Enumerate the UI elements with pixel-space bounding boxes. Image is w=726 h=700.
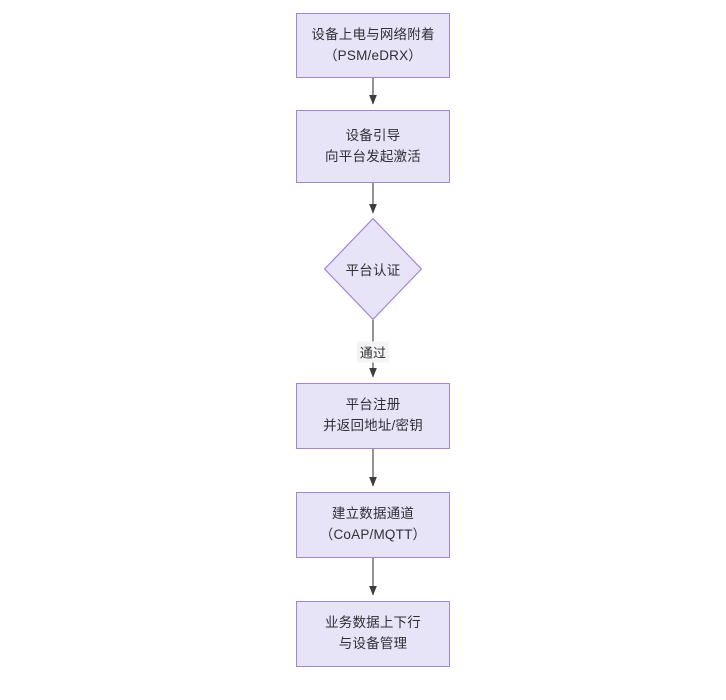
node-establish-data-channel[interactable]: 建立数据通道 （CoAP/MQTT）: [296, 492, 450, 558]
node-platform-registration[interactable]: 平台注册 并返回地址/密钥: [296, 383, 450, 449]
node-label-line1: 建立数据通道: [331, 506, 415, 522]
node-label-line1: 业务数据上下行: [325, 615, 421, 631]
node-label-line1: 平台认证: [345, 263, 401, 278]
node-label-line1: 平台注册: [345, 397, 401, 413]
edge-label-pass: 通过: [356, 341, 390, 363]
node-device-power-on[interactable]: 设备上电与网络附着 （PSM/eDRX）: [296, 13, 450, 78]
node-platform-authentication[interactable]: 平台认证: [324, 218, 422, 320]
node-label-line2: （PSM/eDRX）: [323, 47, 423, 63]
node-business-data-and-device-management[interactable]: 业务数据上下行 与设备管理: [296, 601, 450, 667]
diamond-shape: [324, 218, 422, 320]
node-label-line2: 并返回地址/密钥: [323, 418, 423, 433]
node-label-line2: 与设备管理: [338, 636, 408, 651]
node-label-line2: （CoAP/MQTT）: [319, 527, 427, 542]
node-label-line2: 向平台发起激活: [325, 148, 421, 164]
node-device-bootstrap[interactable]: 设备引导 向平台发起激活: [296, 110, 450, 183]
node-label-line1: 设备上电与网络附着: [311, 26, 435, 42]
node-label-line1: 设备引导: [345, 127, 401, 143]
